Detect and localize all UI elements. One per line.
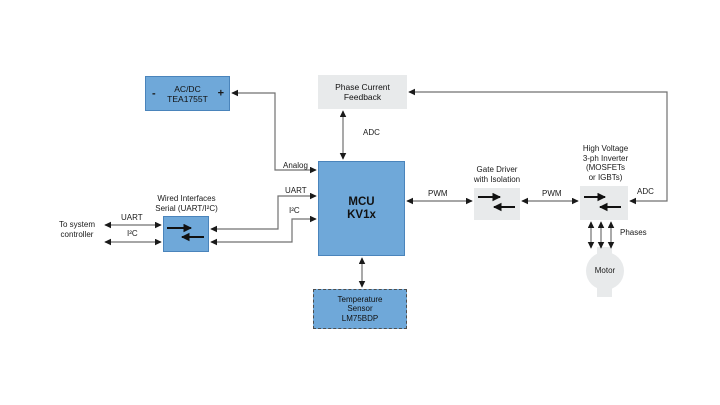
wired-interfaces-title: Wired Interfaces Serial (UART/I²C) [155,194,218,213]
i2c-mcu-signal-label: I²C [289,206,300,215]
uart-mcu-signal-label: UART [285,186,307,195]
temperature-sensor-label: Temperature Sensor LM75BDP [337,294,383,323]
motor-shaft-top [597,247,612,254]
motor-shaft-bottom [597,288,612,297]
inverter-title: High Voltage 3-ph Inverter (MOSFETs or I… [582,144,629,182]
mcu-block: MCU KV1x [318,161,405,256]
analog-signal-label: Analog [283,161,308,170]
system-controller-label: To system controller [58,220,95,239]
phases-signal-label: Phases [620,228,647,237]
inverter-block [580,186,628,220]
analog-connector [231,89,317,174]
mcu-label: MCU KV1x [347,195,376,221]
pwm-right-signal-label: PWM [542,189,562,198]
temperature-sensor-block: Temperature Sensor LM75BDP [313,289,407,329]
acdc-label: AC/DC TEA1755T [167,83,208,104]
i2c-external-signal-label: I²C [127,229,138,238]
gate-driver-block [474,188,520,220]
phase-current-feedback-label: Phase Current Feedback [335,82,390,102]
motor-label: Motor [594,266,616,276]
motor-body: Motor [586,252,624,290]
acdc-minus-terminal: - [152,87,156,99]
phase-current-feedback-block: Phase Current Feedback [318,75,407,109]
gate-driver-title: Gate Driver with Isolation [473,165,521,184]
adc-inverter-signal-label: ADC [637,187,654,196]
acdc-block: - AC/DC TEA1755T + [145,76,230,111]
i2c-mcu-connector [210,215,317,246]
pwm-left-signal-label: PWM [428,189,448,198]
adc-feedback-signal-label: ADC [363,128,380,137]
acdc-plus-terminal: + [217,87,224,99]
uart-external-signal-label: UART [121,213,143,222]
wired-interfaces-block [163,216,209,252]
